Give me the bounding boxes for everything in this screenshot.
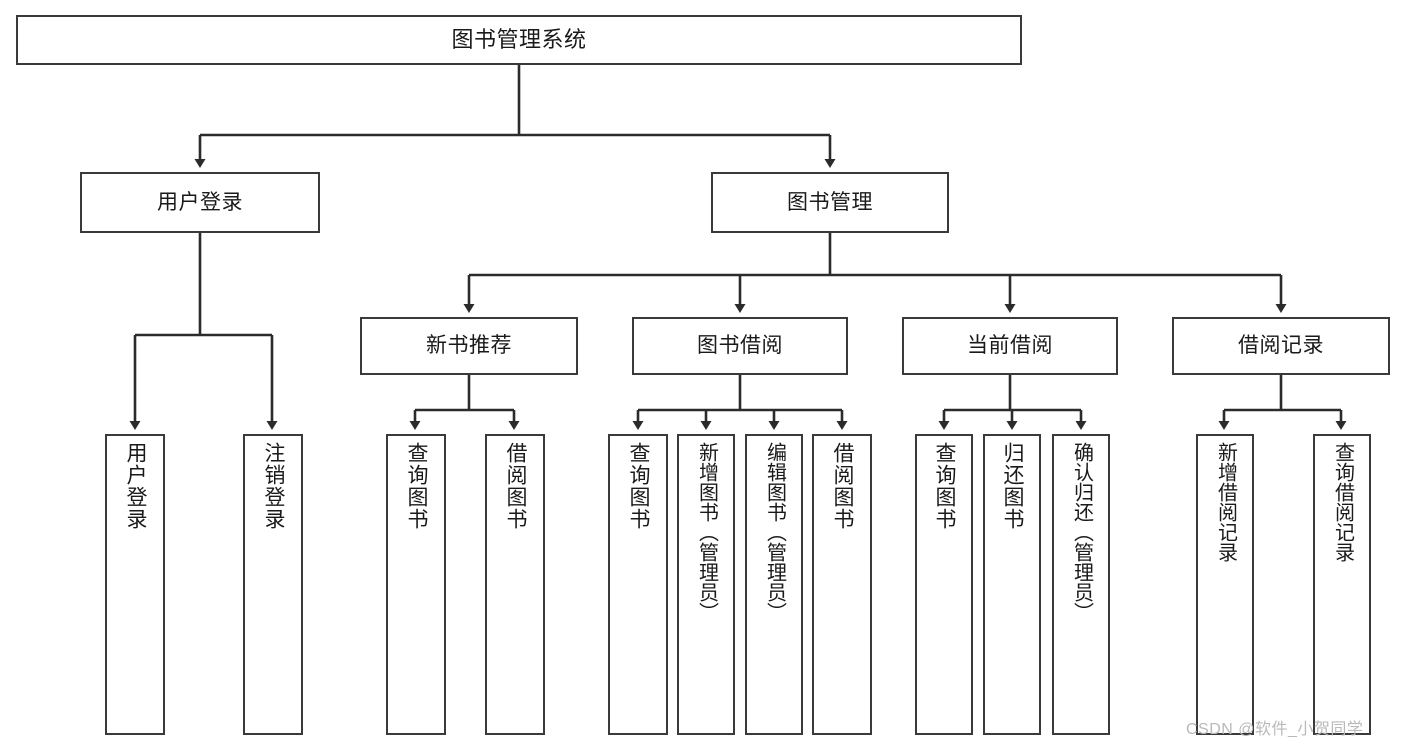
node-new-book-rec-label: 新书推荐	[426, 334, 512, 358]
node-current-borrow[interactable]: 当前借阅	[902, 317, 1118, 375]
leaf-query-book-1[interactable]: 查询图书	[386, 434, 446, 735]
node-user-login[interactable]: 用户登录	[80, 172, 320, 233]
node-borrow-record-label: 借阅记录	[1238, 334, 1324, 358]
leaf-return-book[interactable]: 归还图书	[983, 434, 1041, 735]
leaf-add-book[interactable]: 新增图书（管理员）	[677, 434, 735, 735]
leaf-borrow-book-2[interactable]: 借阅图书	[812, 434, 872, 735]
node-book-borrow-label: 图书借阅	[697, 334, 783, 358]
leaf-query-record[interactable]: 查询借阅记录	[1313, 434, 1371, 735]
leaf-query-book-2[interactable]: 查询图书	[608, 434, 668, 735]
leaf-return-book-label: 归还图书	[1001, 442, 1025, 530]
leaf-query-book-1-label: 查询图书	[405, 442, 429, 530]
leaf-borrow-book-1-label: 借阅图书	[504, 442, 528, 530]
node-root[interactable]: 图书管理系统	[16, 15, 1022, 65]
leaf-query-book-2-label: 查询图书	[627, 442, 651, 530]
leaf-borrow-book-2-label: 借阅图书	[831, 442, 855, 530]
leaf-add-book-label: 新增图书（管理员）	[695, 442, 718, 622]
node-book-manage-label: 图书管理	[787, 190, 873, 214]
node-user-login-label: 用户登录	[157, 190, 243, 214]
node-book-manage[interactable]: 图书管理	[711, 172, 949, 233]
node-borrow-record[interactable]: 借阅记录	[1172, 317, 1390, 375]
csdn-watermark: CSDN @软件_小贺同学	[1186, 721, 1364, 738]
leaf-edit-book-label: 编辑图书（管理员）	[763, 442, 786, 622]
leaf-user-login[interactable]: 用户登录	[105, 434, 165, 735]
leaf-confirm-return-label: 确认归还（管理员）	[1070, 442, 1093, 622]
leaf-query-book-3-label: 查询图书	[933, 442, 957, 530]
node-new-book-rec[interactable]: 新书推荐	[360, 317, 578, 375]
leaf-add-record[interactable]: 新增借阅记录	[1196, 434, 1254, 735]
leaf-user-logout-label: 注销登录	[262, 442, 286, 530]
leaf-query-book-3[interactable]: 查询图书	[915, 434, 973, 735]
node-current-borrow-label: 当前借阅	[967, 334, 1053, 358]
node-root-label: 图书管理系统	[451, 26, 587, 52]
leaf-confirm-return[interactable]: 确认归还（管理员）	[1052, 434, 1110, 735]
leaf-add-record-label: 新增借阅记录	[1214, 442, 1237, 562]
leaf-user-logout[interactable]: 注销登录	[243, 434, 303, 735]
leaf-edit-book[interactable]: 编辑图书（管理员）	[745, 434, 803, 735]
leaf-query-record-label: 查询借阅记录	[1331, 442, 1354, 562]
leaf-user-login-label: 用户登录	[124, 442, 148, 530]
leaf-borrow-book-1[interactable]: 借阅图书	[485, 434, 545, 735]
node-book-borrow[interactable]: 图书借阅	[632, 317, 848, 375]
